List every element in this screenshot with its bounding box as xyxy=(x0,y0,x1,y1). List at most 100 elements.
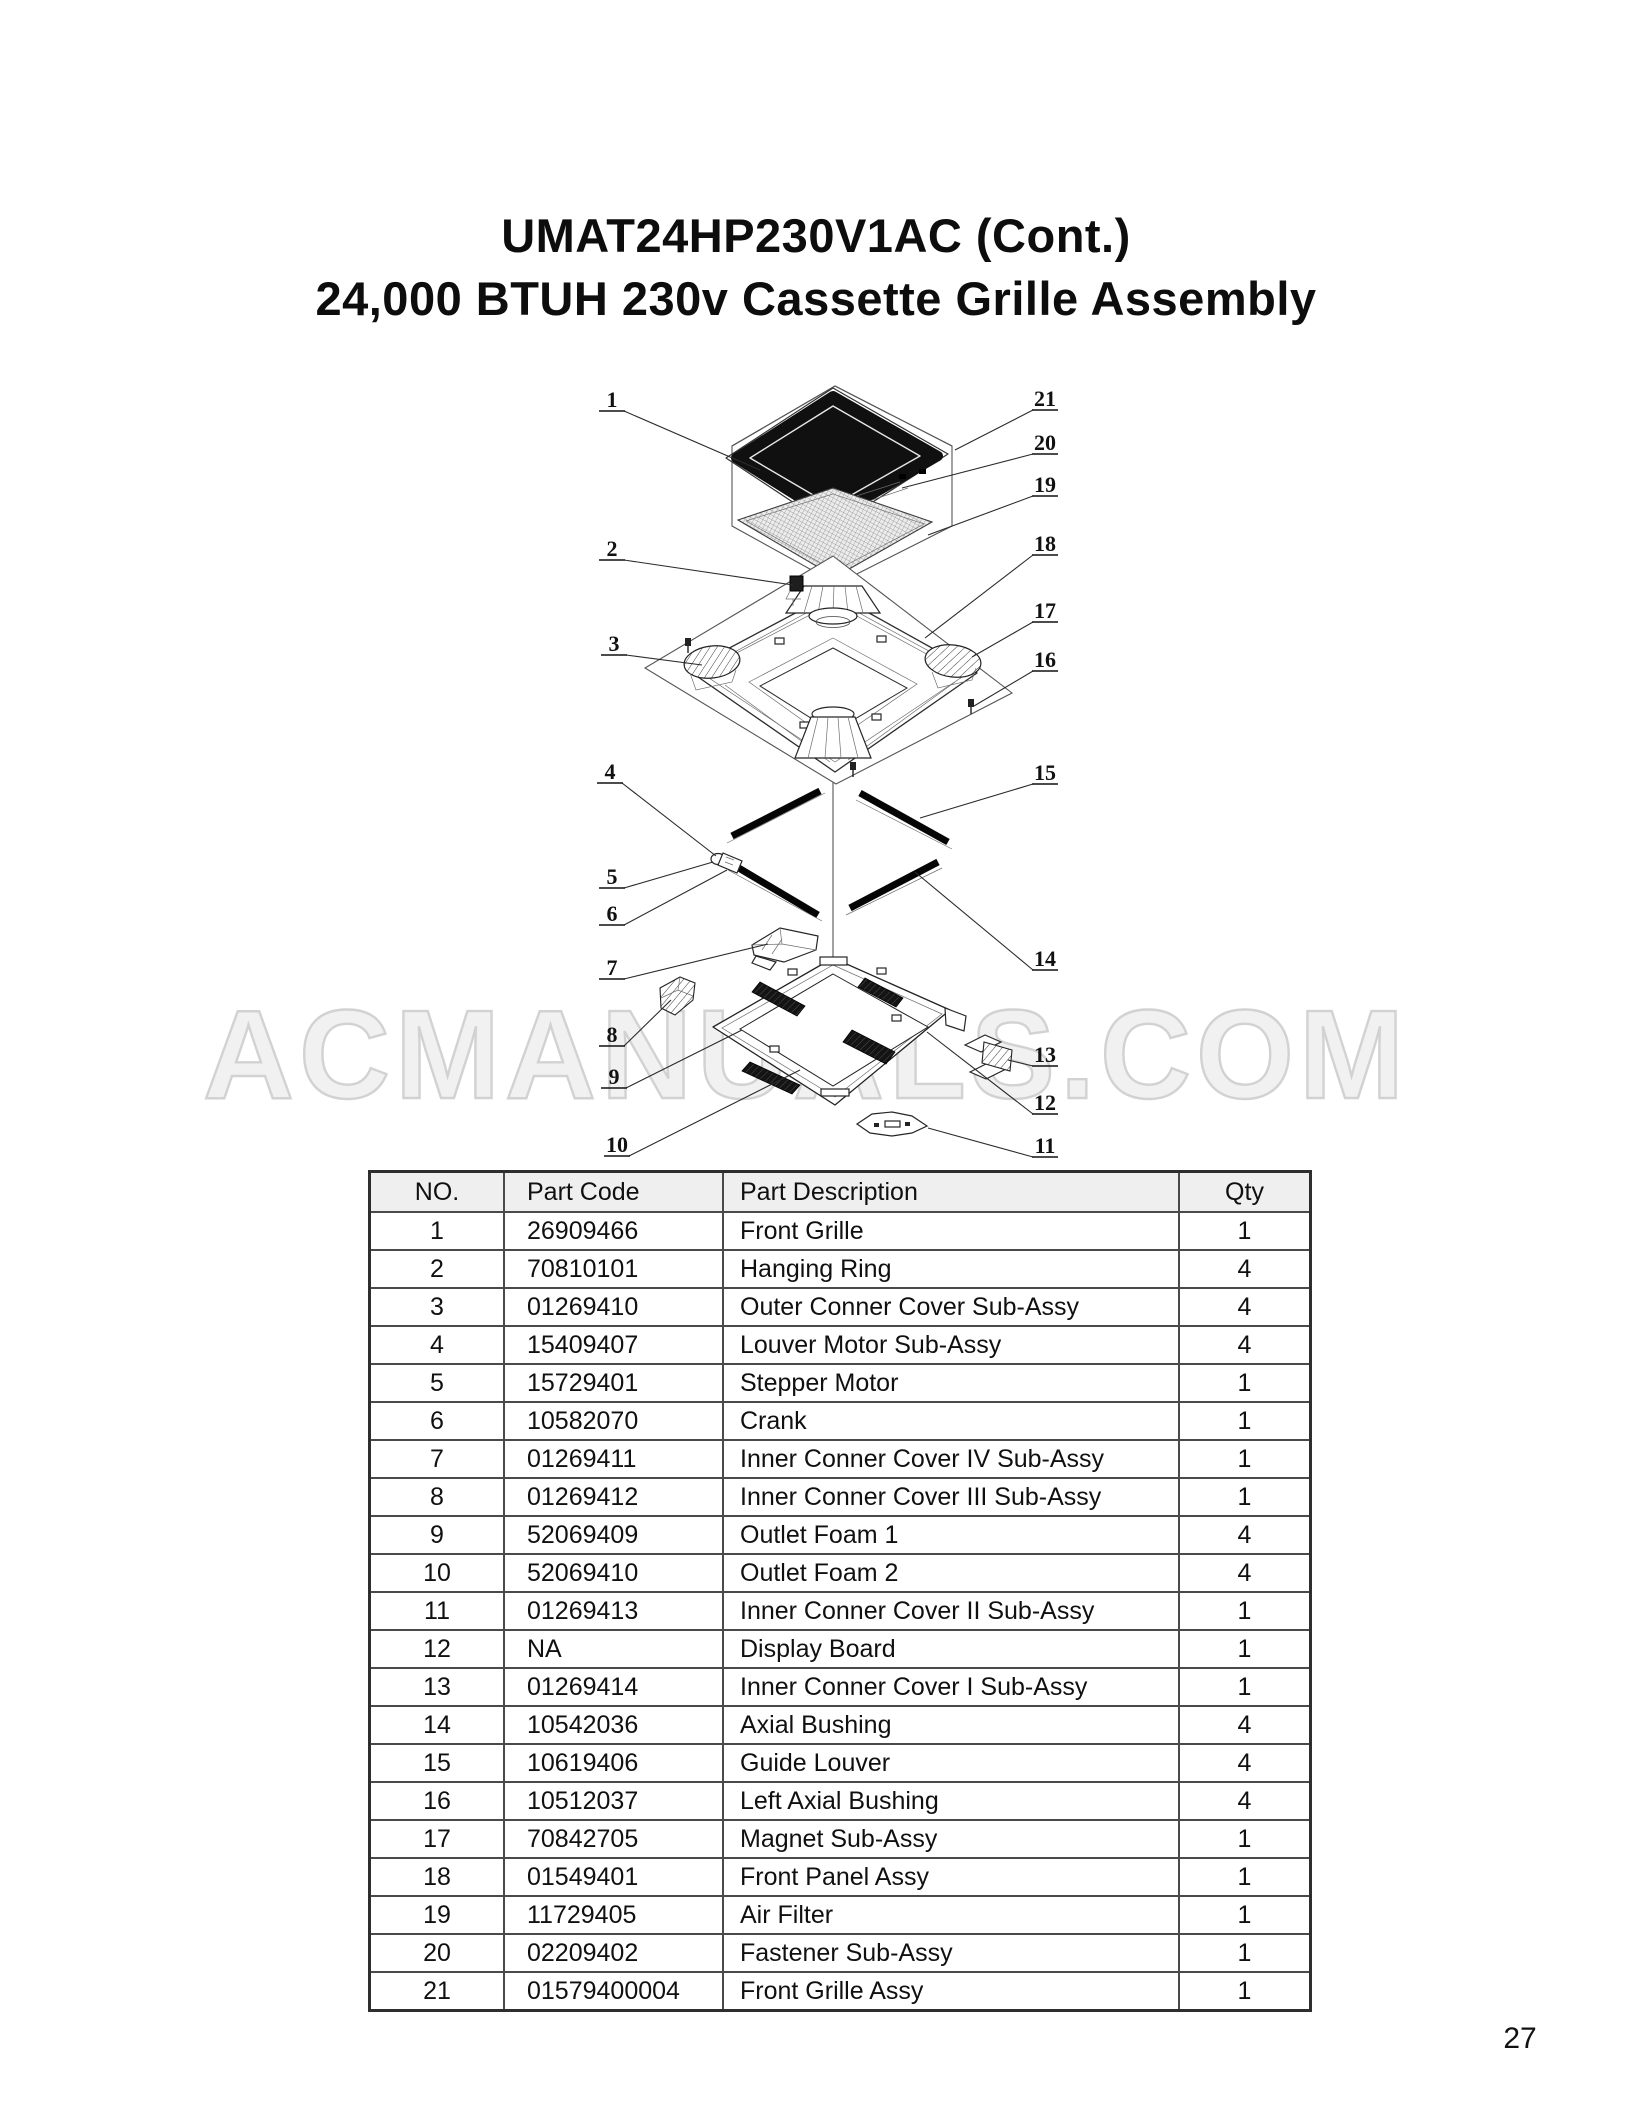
callout-21: 21 xyxy=(1034,386,1056,411)
table-cell-qty: 4 xyxy=(1178,1743,1312,1783)
table-cell-description: Inner Conner Cover II Sub-Assy xyxy=(722,1591,1180,1631)
table-cell-qty: 1 xyxy=(1178,1819,1312,1859)
table-cell-qty: 1 xyxy=(1178,1933,1312,1973)
table-cell-part_code: 70810101 xyxy=(503,1249,724,1289)
callout-20: 20 xyxy=(1034,430,1056,455)
table-cell-no: 16 xyxy=(368,1781,505,1821)
table-cell-description: Outlet Foam 2 xyxy=(722,1553,1180,1593)
table-cell-no: 10 xyxy=(368,1553,505,1593)
table-cell-description: Crank xyxy=(722,1401,1180,1441)
col-header-no: NO. xyxy=(368,1170,505,1213)
callout-18: 18 xyxy=(1034,531,1056,556)
table-cell-qty: 1 xyxy=(1178,1629,1312,1669)
guide-louver-bars xyxy=(726,787,953,922)
parts-table-header-row: NO. Part Code Part Description Qty xyxy=(368,1170,1312,1213)
table-cell-part_code: 10619406 xyxy=(503,1743,724,1783)
table-cell-no: 6 xyxy=(368,1401,505,1441)
callout-11: 11 xyxy=(1035,1133,1056,1158)
table-cell-no: 1 xyxy=(368,1211,505,1251)
table-cell-qty: 4 xyxy=(1178,1287,1312,1327)
table-cell-no: 13 xyxy=(368,1667,505,1707)
table-cell-no: 15 xyxy=(368,1743,505,1783)
table-cell-no: 8 xyxy=(368,1477,505,1517)
display-board-part xyxy=(855,1111,929,1137)
callout-17: 17 xyxy=(1034,598,1056,623)
table-cell-part_code: NA xyxy=(503,1629,724,1669)
table-cell-no: 3 xyxy=(368,1287,505,1327)
table-cell-part_code: 15409407 xyxy=(503,1325,724,1365)
table-cell-qty: 4 xyxy=(1178,1325,1312,1365)
screw-icons xyxy=(685,638,974,777)
inner-corner-cover-i-part xyxy=(963,1034,1013,1080)
bottom-frame-part xyxy=(712,956,967,1106)
table-cell-no: 5 xyxy=(368,1363,505,1403)
table-cell-description: Fastener Sub-Assy xyxy=(722,1933,1180,1973)
callout-underlines xyxy=(597,409,1058,1158)
table-cell-qty: 4 xyxy=(1178,1705,1312,1745)
page-subtitle: 24,000 BTUH 230v Cassette Grille Assembl… xyxy=(315,272,1317,325)
table-cell-description: Axial Bushing xyxy=(722,1705,1180,1745)
exploded-assembly-diagram: 1 2 3 4 5 6 7 8 9 10 11 12 13 14 15 16 1… xyxy=(597,385,1058,1158)
table-cell-part_code: 70842705 xyxy=(503,1819,724,1859)
table-cell-part_code: 26909466 xyxy=(503,1211,724,1251)
callout-12: 12 xyxy=(1034,1090,1056,1115)
callout-leader-lines xyxy=(621,409,1034,1158)
col-header-qty: Qty xyxy=(1178,1170,1312,1213)
callout-16: 16 xyxy=(1034,647,1056,672)
outer-corner-cover-right xyxy=(924,644,982,689)
table-cell-no: 19 xyxy=(368,1895,505,1935)
col-header-part-code: Part Code xyxy=(503,1170,724,1213)
page-title-block: UMAT24HP230V1AC (Cont.) 24,000 BTUH 230v… xyxy=(0,204,1632,330)
table-cell-no: 21 xyxy=(368,1971,505,2012)
table-cell-qty: 4 xyxy=(1178,1553,1312,1593)
callout-5: 5 xyxy=(607,864,618,889)
table-cell-description: Stepper Motor xyxy=(722,1363,1180,1403)
front-panel-assy-part xyxy=(687,592,978,773)
table-cell-qty: 1 xyxy=(1178,1895,1312,1935)
louver-motor-part xyxy=(710,852,743,874)
callout-15: 15 xyxy=(1034,760,1056,785)
table-cell-part_code: 02209402 xyxy=(503,1933,724,1973)
callout-3: 3 xyxy=(609,631,620,656)
callout-19: 19 xyxy=(1034,472,1056,497)
table-cell-qty: 1 xyxy=(1178,1439,1312,1479)
outlet-foam-parts xyxy=(741,977,904,1095)
callout-8: 8 xyxy=(607,1022,618,1047)
col-header-description: Part Description xyxy=(722,1170,1180,1213)
table-cell-no: 18 xyxy=(368,1857,505,1897)
table-cell-description: Inner Conner Cover I Sub-Assy xyxy=(722,1667,1180,1707)
callout-9: 9 xyxy=(609,1064,620,1089)
top-vent xyxy=(784,585,882,628)
table-cell-part_code: 15729401 xyxy=(503,1363,724,1403)
table-cell-description: Outer Conner Cover Sub-Assy xyxy=(722,1287,1180,1327)
table-cell-part_code: 52069409 xyxy=(503,1515,724,1555)
callout-13: 13 xyxy=(1034,1042,1056,1067)
table-cell-qty: 1 xyxy=(1178,1211,1312,1251)
hanging-ring-part xyxy=(785,575,804,606)
table-cell-part_code: 01269411 xyxy=(503,1439,724,1479)
table-cell-part_code: 10542036 xyxy=(503,1705,724,1745)
table-cell-qty: 1 xyxy=(1178,1857,1312,1897)
table-cell-description: Display Board xyxy=(722,1629,1180,1669)
callout-2: 2 xyxy=(607,536,618,561)
callout-14: 14 xyxy=(1034,946,1056,971)
table-cell-part_code: 01269414 xyxy=(503,1667,724,1707)
bottom-vent xyxy=(794,706,872,759)
